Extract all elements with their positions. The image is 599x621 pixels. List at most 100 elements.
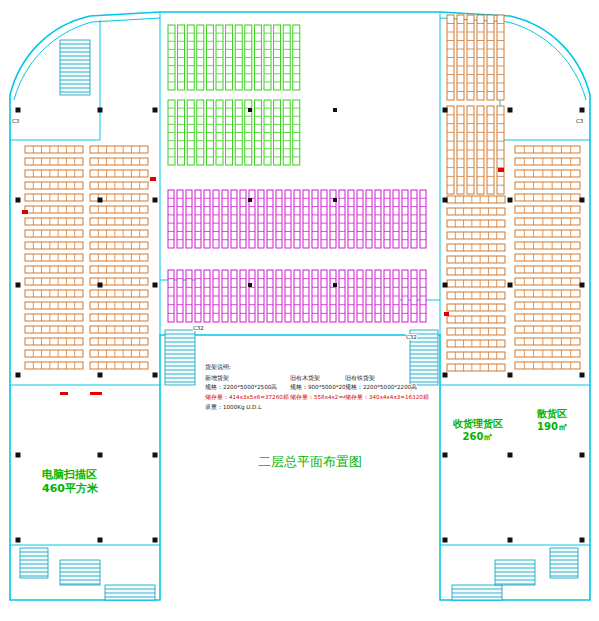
rack-cell	[123, 158, 124, 165]
column	[153, 373, 158, 378]
rack-cell	[66, 254, 67, 261]
rack-cell	[177, 278, 183, 279]
rack	[366, 190, 372, 248]
rack-cell	[226, 65, 233, 66]
rack-cell	[33, 194, 34, 201]
rack-cell	[411, 223, 417, 224]
rack-cell	[552, 326, 553, 333]
rack-cell	[66, 338, 67, 345]
rack-cell	[467, 74, 474, 75]
rack	[515, 158, 580, 165]
rack-cell	[447, 40, 454, 41]
rack-cell	[66, 278, 67, 285]
rack-cell	[49, 218, 50, 225]
rack-cell	[487, 32, 494, 33]
rack-cell	[312, 313, 318, 314]
stair-step	[60, 576, 100, 577]
stair-step	[20, 560, 48, 561]
rack-cell	[533, 242, 534, 249]
rack	[231, 270, 237, 322]
rack-cell	[366, 231, 372, 232]
stair-step	[60, 76, 90, 77]
rack	[303, 270, 309, 322]
rack-cell	[123, 314, 124, 321]
rack-cell	[264, 124, 271, 125]
rack-cell	[496, 292, 497, 299]
rack-cell	[542, 182, 543, 189]
rack-cell	[552, 206, 553, 213]
stair-step	[410, 382, 438, 383]
rack-cell	[178, 140, 185, 141]
rack	[249, 270, 255, 322]
rack-cell	[240, 239, 246, 240]
column	[580, 538, 585, 543]
rack-cell	[123, 254, 124, 261]
column	[98, 453, 103, 458]
rack	[447, 256, 505, 263]
rack-cell	[264, 49, 271, 50]
rack-cell	[139, 158, 140, 165]
rack-cell	[41, 266, 42, 273]
rack-cell	[197, 148, 204, 149]
rack-cell	[497, 32, 504, 33]
rack-cell	[168, 313, 174, 314]
rack-cell	[463, 280, 464, 287]
stair-step	[165, 346, 195, 347]
rack-cell	[321, 287, 327, 288]
rack-cell	[496, 268, 497, 275]
rack-cell	[213, 214, 219, 215]
rack-cell	[294, 239, 300, 240]
rack-cell	[477, 150, 484, 151]
rack-cell	[294, 287, 300, 288]
rack	[274, 25, 281, 90]
rack-cell	[420, 223, 426, 224]
column	[16, 108, 21, 113]
rack-cell	[348, 304, 354, 305]
rack	[515, 362, 580, 369]
rack-cell	[178, 81, 185, 82]
rack-cell	[178, 33, 185, 34]
rack	[204, 270, 210, 322]
rack-cell	[222, 287, 228, 288]
rack-cell	[254, 41, 261, 42]
rack-cell	[533, 146, 534, 153]
rack-cell	[226, 132, 233, 133]
rack-cell	[186, 239, 192, 240]
rack-cell	[264, 132, 271, 133]
rack-cell	[33, 362, 34, 369]
rack-cell	[216, 140, 223, 141]
rack-cell	[216, 108, 223, 109]
rack-cell	[447, 66, 454, 67]
rack-cell	[267, 278, 273, 279]
rack-cell	[457, 66, 464, 67]
rack-cell	[235, 49, 242, 50]
rack-cell	[357, 223, 363, 224]
rack-cell	[139, 194, 140, 201]
rack-cell	[411, 198, 417, 199]
rack-cell	[66, 314, 67, 321]
rack-cell	[123, 278, 124, 285]
stair-step	[410, 362, 438, 363]
rack-cell	[283, 156, 290, 157]
rack-cell	[168, 108, 175, 109]
rack-cell	[524, 146, 525, 153]
rack-cell	[106, 290, 107, 297]
rack	[294, 190, 300, 248]
rack-cell	[66, 302, 67, 309]
rack-cell	[58, 242, 59, 249]
rack	[339, 270, 345, 322]
rack-cell	[74, 326, 75, 333]
rack-cell	[471, 316, 472, 323]
rack-cell	[226, 41, 233, 42]
stair-step	[410, 354, 438, 355]
rack-cell	[447, 185, 454, 186]
rack-cell	[177, 296, 183, 297]
rack	[447, 364, 505, 371]
rack-cell	[267, 287, 273, 288]
rack-cell	[235, 108, 242, 109]
rack-cell	[496, 220, 497, 227]
rack-cell	[321, 198, 327, 199]
rack-cell	[114, 170, 115, 177]
rack	[375, 270, 381, 322]
rack-cell	[186, 198, 192, 199]
